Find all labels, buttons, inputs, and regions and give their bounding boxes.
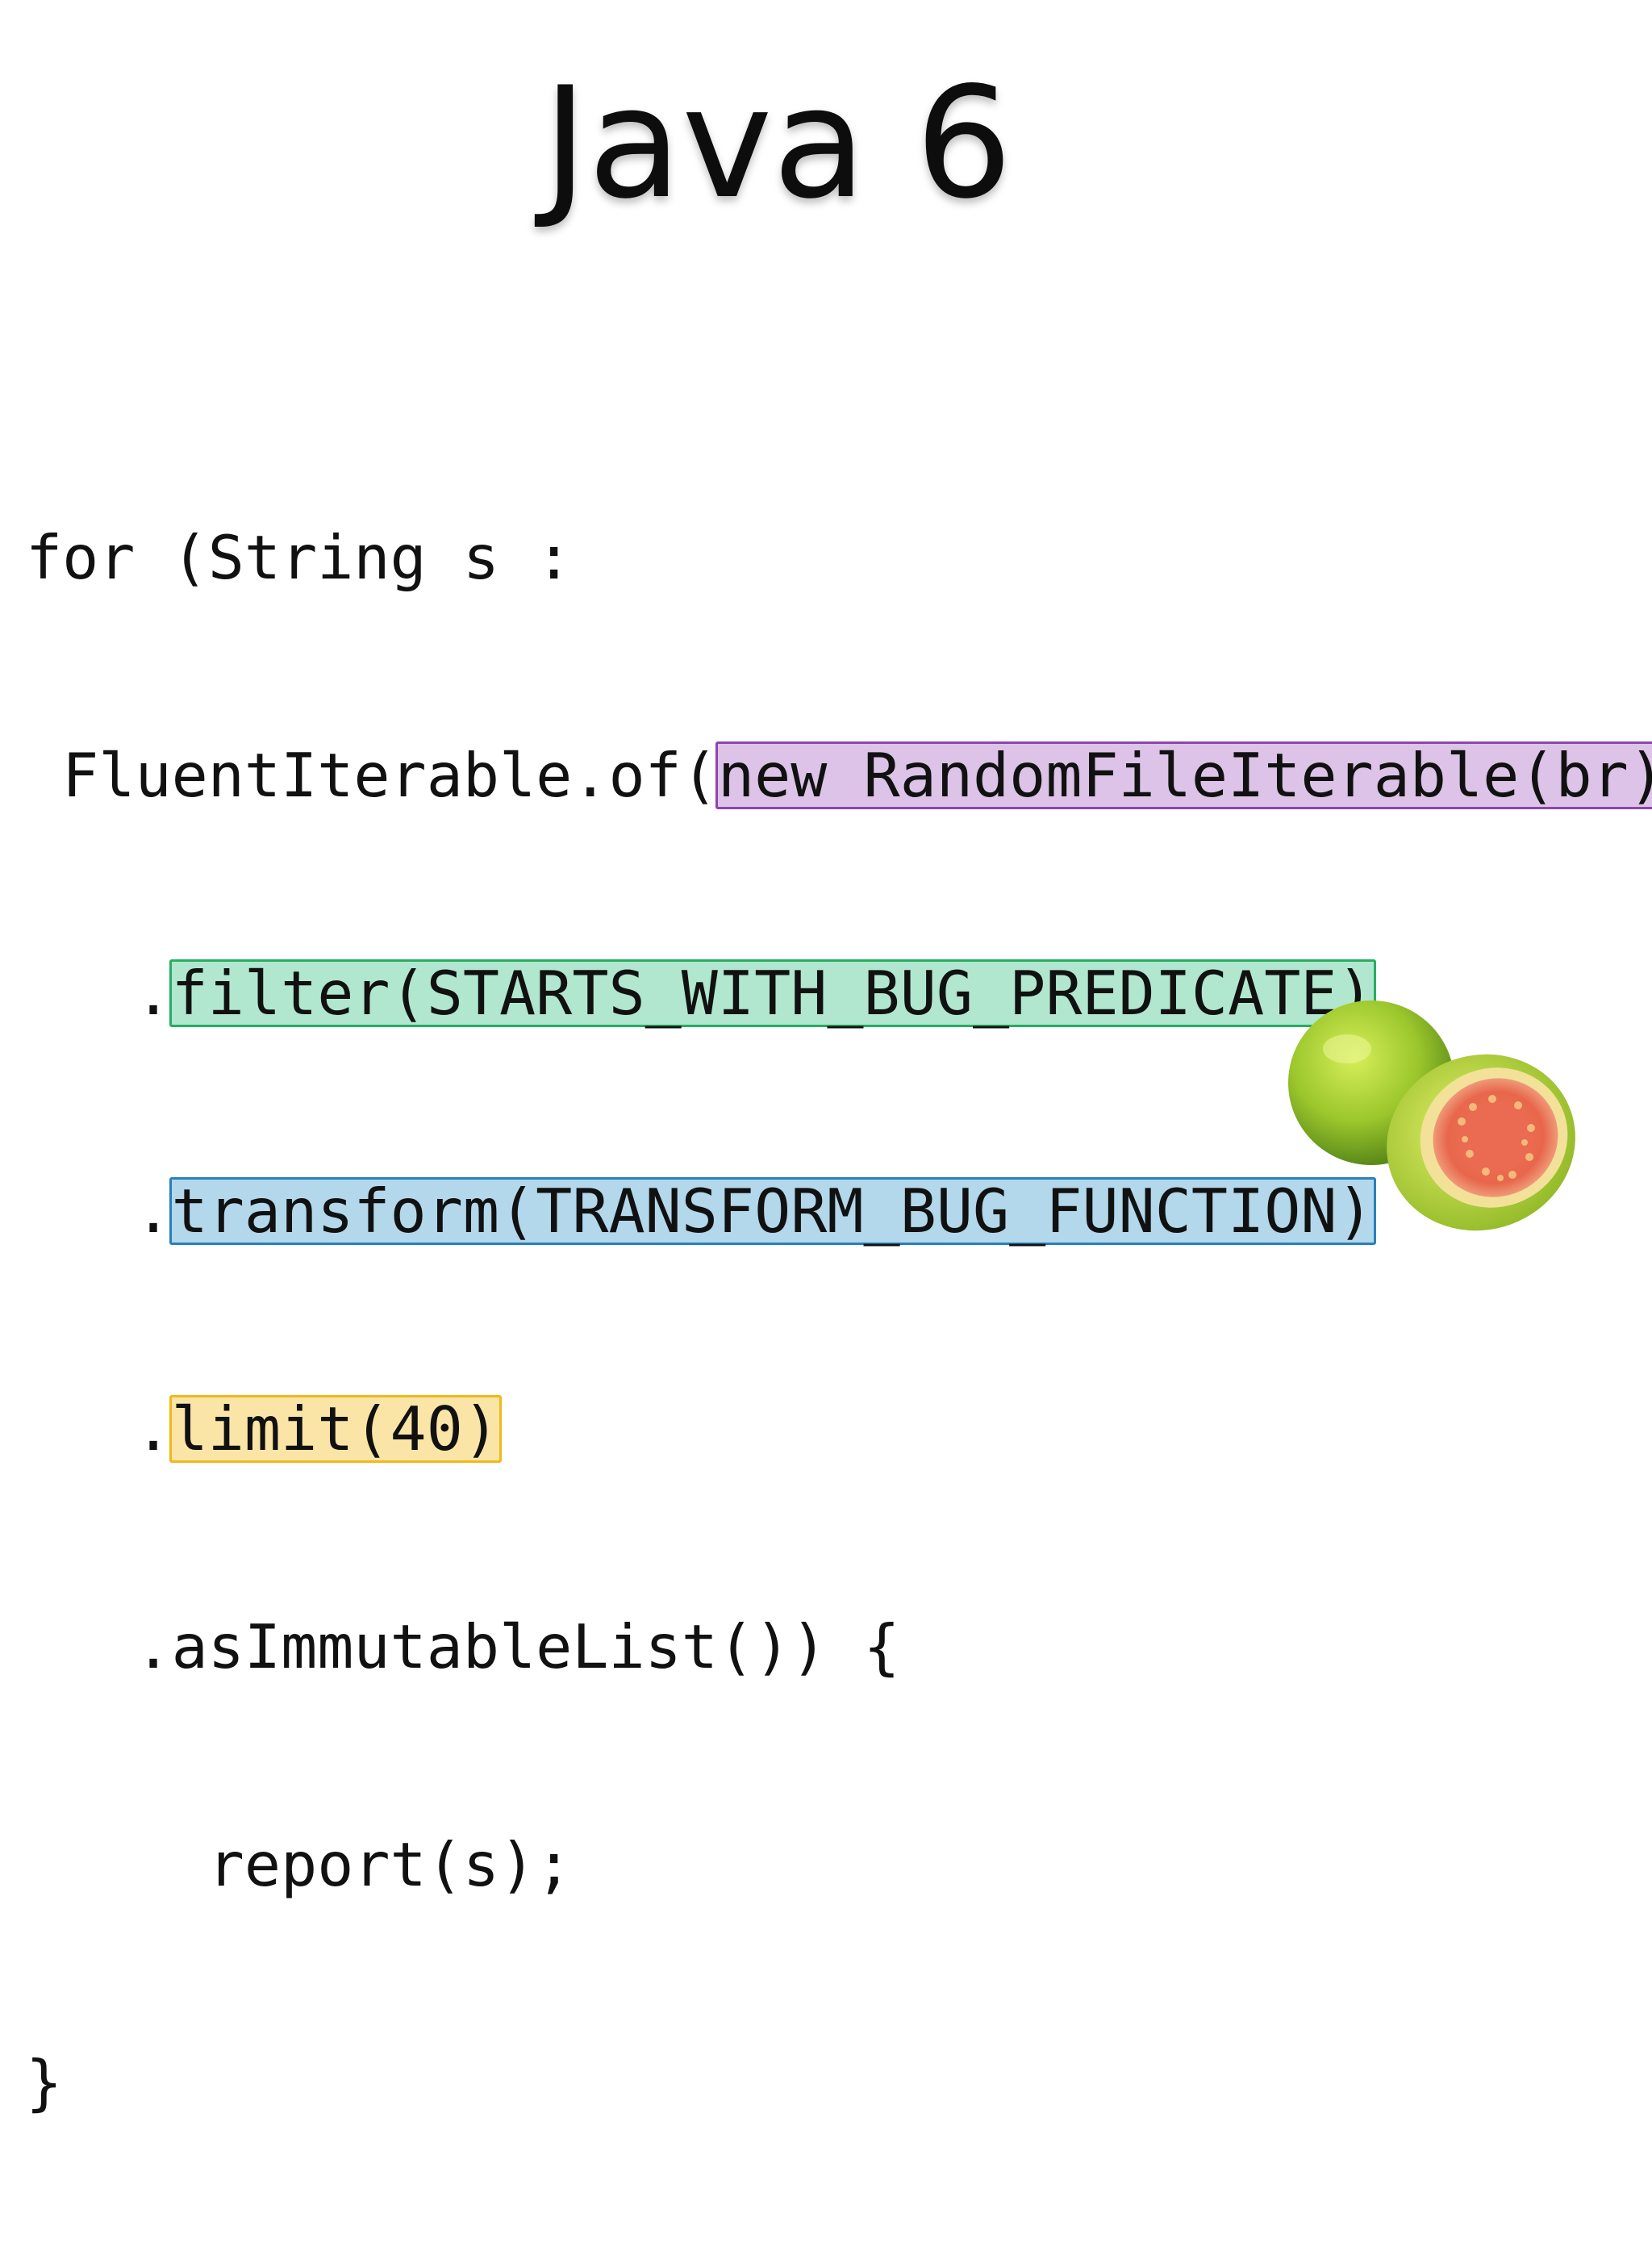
guava-fruit-image [1288,1000,1575,1231]
code-text: report(s); [26,1829,573,1900]
code-text: } [26,2047,63,2118]
code-text: FluentIterable.of( [26,740,718,811]
code-line-5: .limit(40) [26,1393,1652,1465]
code-line-4: .transform(TRANSFORM_BUG_FUNCTION) [26,1175,1652,1247]
source-highlight: new RandomFileIterable(br) [715,741,1652,809]
code-line-8: } [26,2046,1652,2119]
limit-highlight: limit(40) [169,1395,503,1463]
code-text: .asImmutableList()) { [26,1611,900,1682]
filter-highlight: filter(STARTS_WITH_BUG_PREDICATE) [169,959,1376,1027]
code-line-6: .asImmutableList()) { [26,1610,1652,1683]
code-line-7: report(s); [26,1828,1652,1901]
code-text: . [26,1176,172,1247]
code-text: . [26,1393,172,1464]
code-line-2: FluentIterable.of(new RandomFileIterable… [26,739,1652,812]
code-text: . [26,958,172,1029]
code-block: for (String s : FluentIterable.of(new Ra… [26,376,1652,2264]
slide: Java 6 for (String s : FluentIterable.of… [26,54,1652,2118]
slide-title: Java 6 [542,54,1013,232]
transform-highlight: transform(TRANSFORM_BUG_FUNCTION) [169,1177,1376,1245]
code-line-1: for (String s : [26,521,1652,594]
code-text: for (String s : [26,522,573,593]
code-line-3: .filter(STARTS_WITH_BUG_PREDICATE) [26,957,1652,1030]
